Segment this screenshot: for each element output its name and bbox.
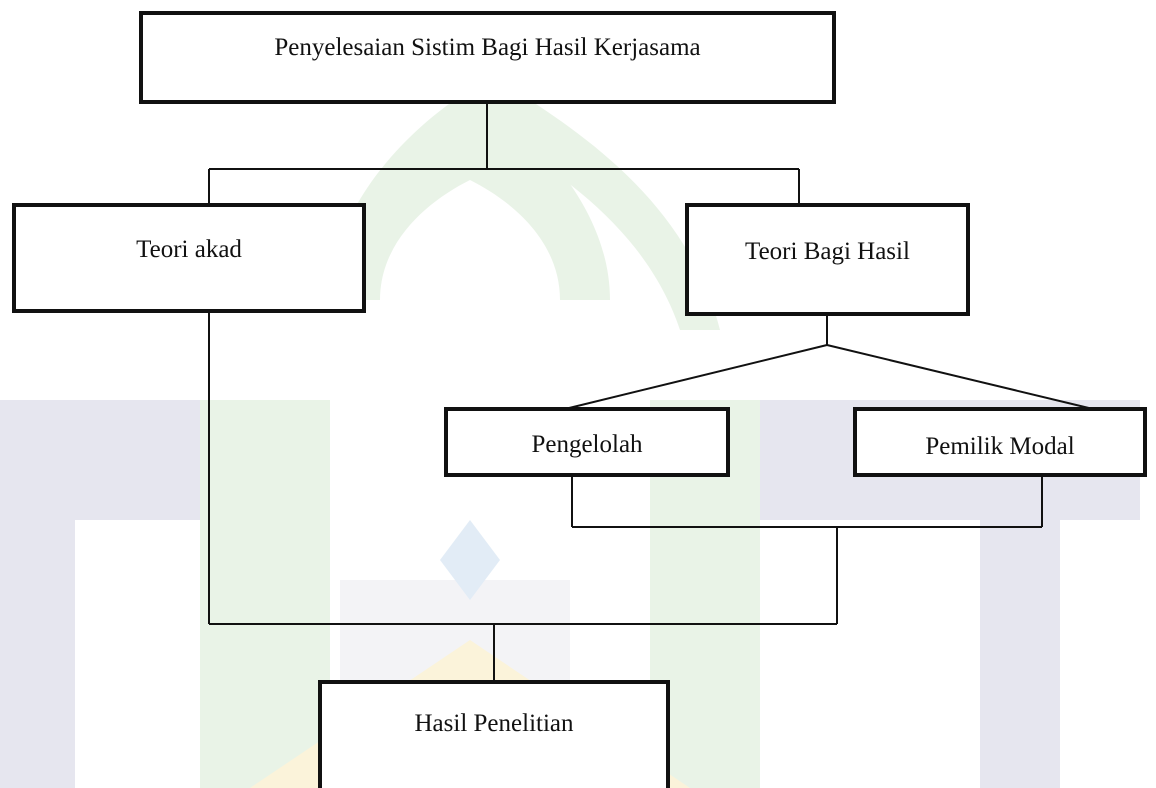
teori-akad-label: Teori akad (136, 236, 242, 263)
teori-bagi-hasil-label: Teori Bagi Hasil (745, 238, 910, 265)
pemilik-modal-node: Pemilik Modal (853, 407, 1147, 477)
pengelolah-node: Pengelolah (444, 407, 730, 477)
pemilik-modal-label: Pemilik Modal (925, 433, 1075, 460)
hasil-penelitian-node: Hasil Penelitian (318, 680, 670, 788)
teori-akad-node: Teori akad (12, 203, 366, 313)
root-node: Penyelesaian Sistim Bagi Hasil Kerjasama (139, 11, 836, 104)
hasil-penelitian-label: Hasil Penelitian (414, 710, 574, 737)
root-label: Penyelesaian Sistim Bagi Hasil Kerjasama (274, 34, 701, 61)
line-to-pemilik-modal (826, 344, 1094, 410)
teori-bagi-hasil-node: Teori Bagi Hasil (685, 203, 970, 316)
line-to-pengelolah (564, 344, 828, 410)
pengelolah-label: Pengelolah (531, 431, 643, 458)
